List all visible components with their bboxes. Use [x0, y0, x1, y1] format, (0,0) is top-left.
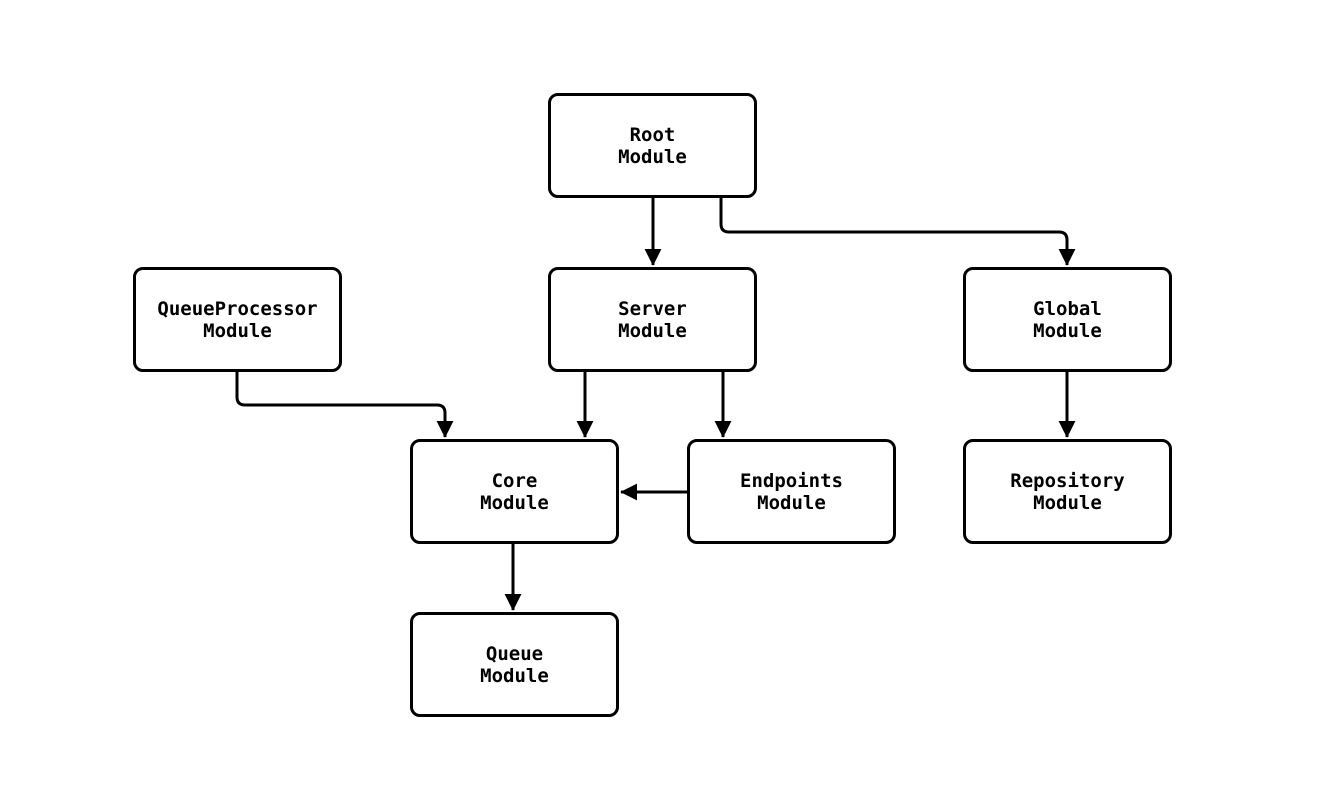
node-label: Repository Module [1010, 469, 1125, 514]
node-label: Queue Module [480, 642, 549, 687]
node-label: Global Module [1033, 297, 1102, 342]
node-root-module: Root Module [548, 93, 757, 198]
edge-queueprocessor-module-to-core-module [235, 372, 454, 438]
node-repository-module: Repository Module [963, 439, 1172, 544]
node-core-module: Core Module [410, 439, 619, 544]
node-queue-module: Queue Module [410, 612, 619, 717]
node-global-module: Global Module [963, 267, 1172, 372]
node-label: Server Module [618, 297, 687, 342]
node-label: Endpoints Module [740, 469, 843, 514]
node-endpoints-module: Endpoints Module [687, 439, 896, 544]
node-label: Core Module [480, 469, 549, 514]
node-label: Root Module [618, 123, 687, 168]
node-server-module: Server Module [548, 267, 757, 372]
node-label: QueueProcessor Module [157, 297, 318, 342]
node-queueprocessor-module: QueueProcessor Module [133, 267, 342, 372]
edge-root-module-to-global-module [719, 198, 1076, 266]
